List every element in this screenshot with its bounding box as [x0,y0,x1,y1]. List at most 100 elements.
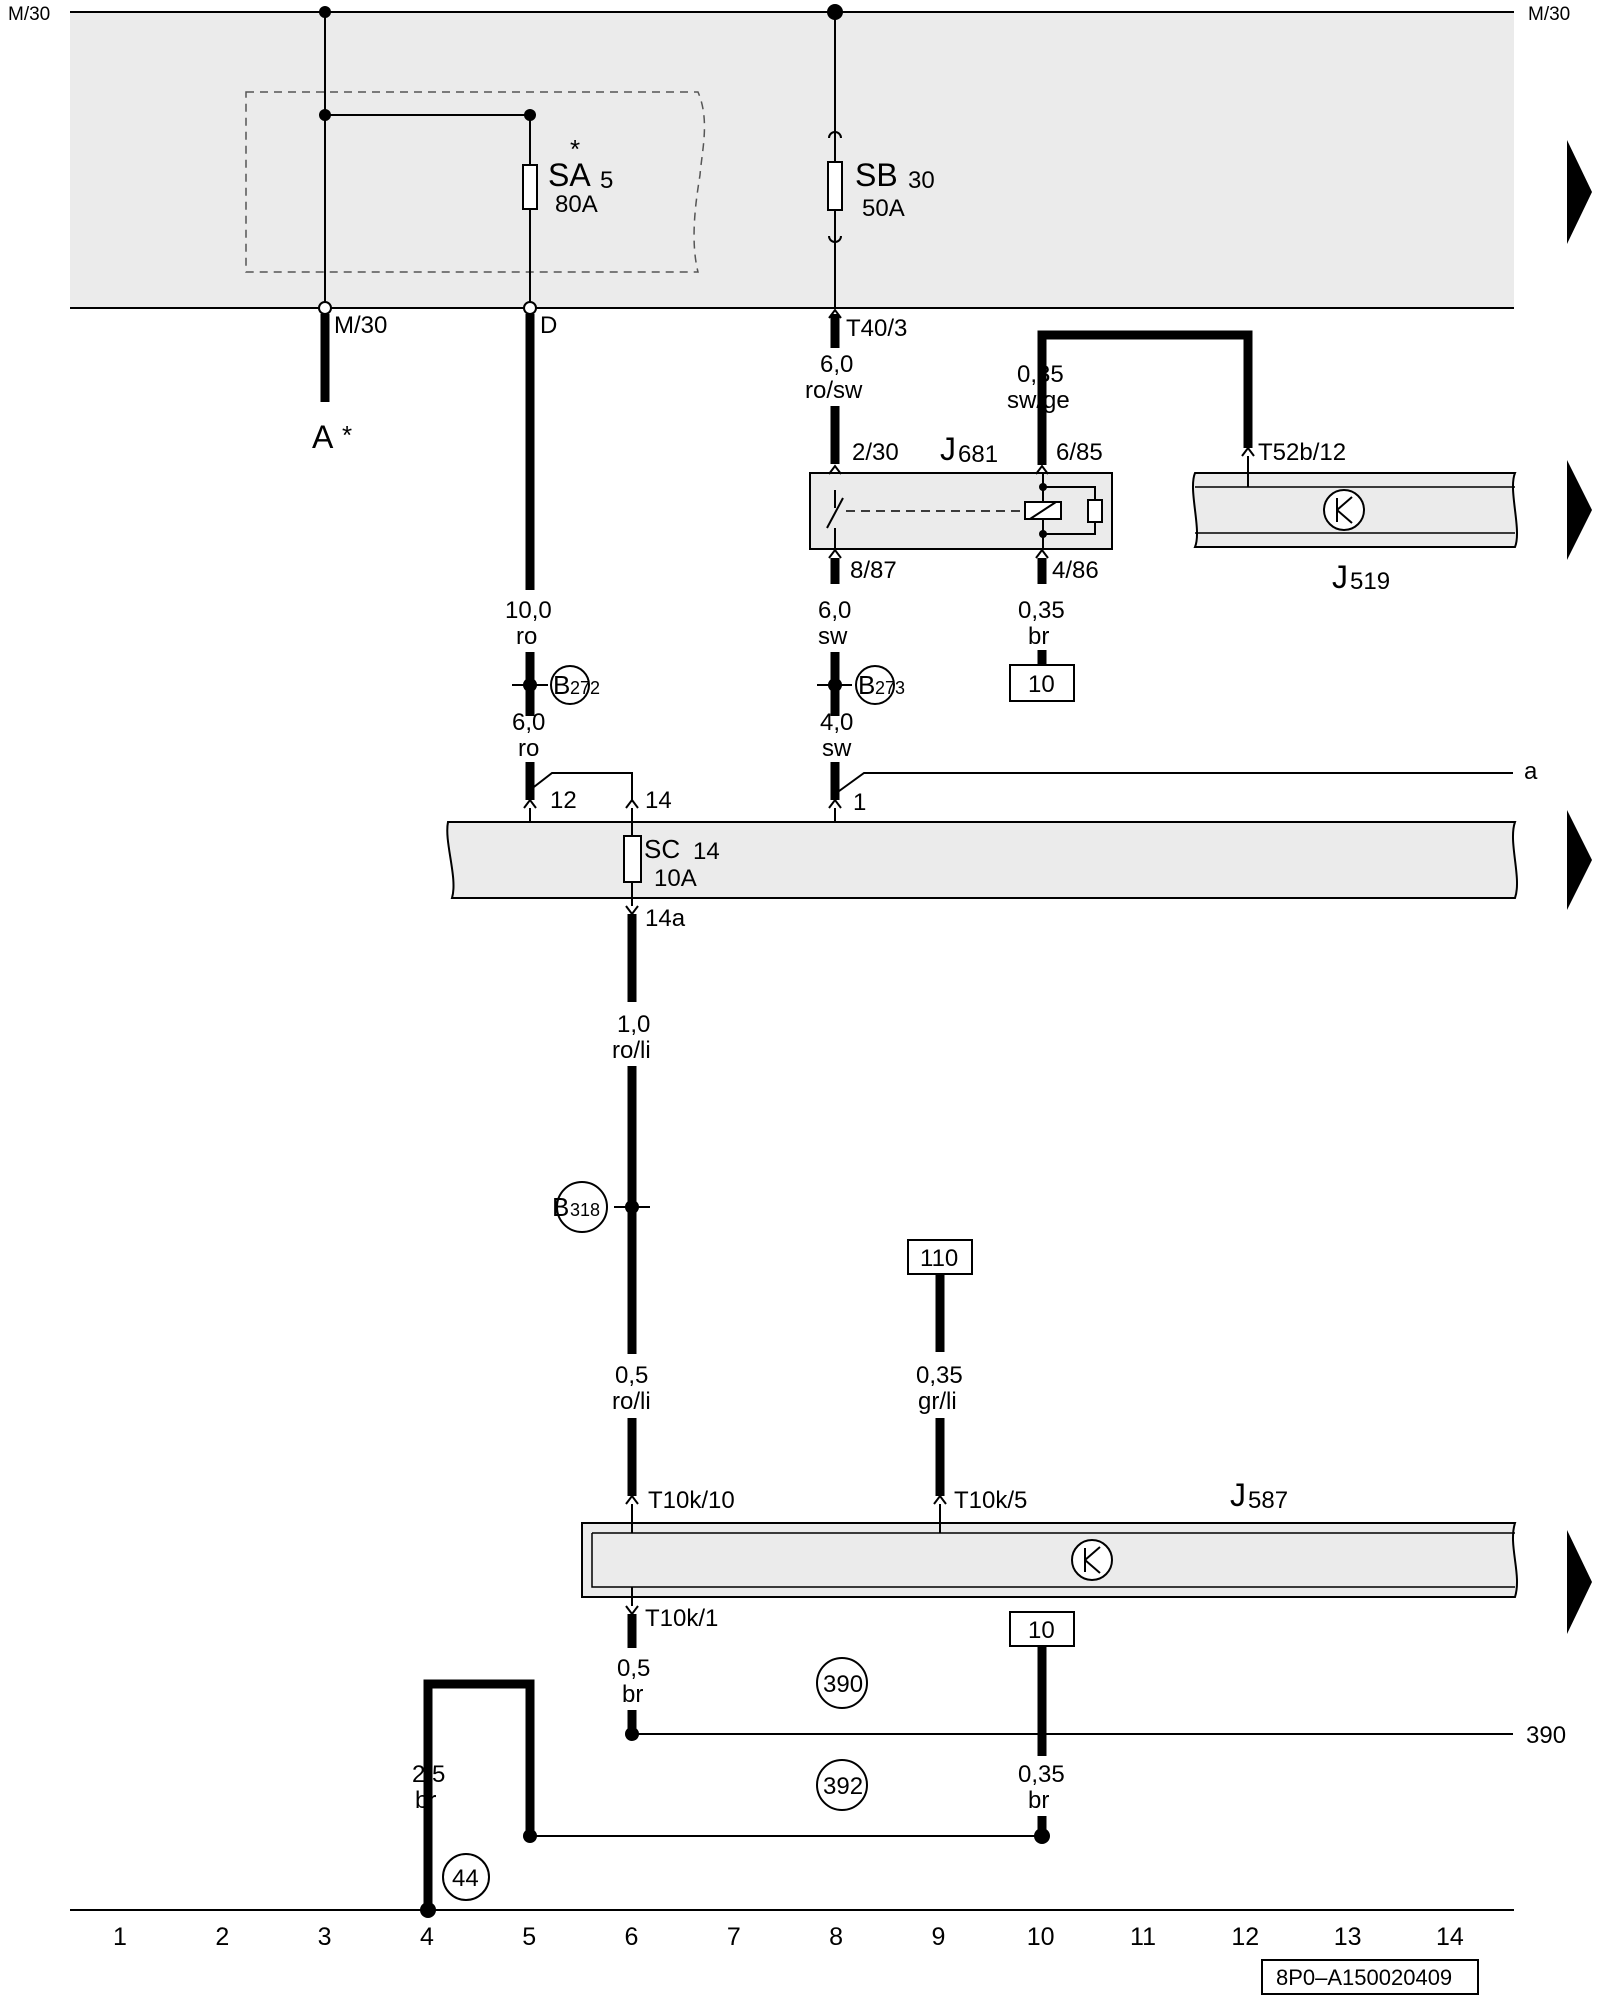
grid-column-label: 5 [522,1923,536,1951]
module-j587-pin-in2: T10k/5 [954,1487,1027,1514]
fuse-panel-top [70,12,1514,308]
diagram-code-box [1261,1959,1479,1995]
sc-pin14: 14 [645,787,672,814]
svg-text:392: 392 [823,1773,863,1800]
module-j587-pin-in1: T10k/10 [648,1487,735,1514]
ref-box [1009,664,1075,702]
grid-column-label: 6 [625,1923,639,1951]
fuse-sa-name: SA [548,157,591,193]
grid-column-label: 4 [420,1923,434,1951]
wire-size: 0,35 [1018,1761,1065,1788]
continuation-arrow [1567,460,1592,560]
wire-color: gr/li [918,1388,957,1415]
relay-name: J [940,431,956,467]
grid-column-label: 14 [1436,1923,1464,1951]
wire-size: 0,35 [1018,597,1065,624]
grid-column-label: 9 [931,1923,945,1951]
module-j587-sub: 587 [1248,1487,1288,1514]
module-j587-pin-out: T10k/1 [645,1605,718,1632]
ref-box [1009,1611,1075,1647]
ref-box-label: 10 [1028,1617,1055,1644]
svg-text:273: 273 [875,678,905,698]
fuse-sa5 [522,164,538,210]
wire-size: 6,0 [512,709,545,736]
relay-j681 [809,472,1113,550]
relay-pin-in: 2/30 [852,439,899,466]
relay-sub: 681 [958,441,998,468]
diagram-code: 8P0–A150020409 [1276,1965,1452,1990]
svg-text:44: 44 [452,1865,479,1892]
fuse-sa-sub: 5 [600,167,613,194]
module-j519-sub: 519 [1350,568,1390,595]
continuation-arrow [1567,140,1592,244]
wire-size: 10,0 [505,597,552,624]
svg-text:390: 390 [823,1671,863,1698]
svg-text:272: 272 [570,678,600,698]
branch-a-label: A [312,419,334,455]
ground-line-label: 390 [1526,1722,1566,1749]
svg-text:B: B [553,670,570,700]
fuse-sb-rating: 50A [862,195,905,222]
wire-color: br [415,1787,436,1814]
wire-color: ro/li [612,1388,651,1415]
transistor-icon [1071,1539,1113,1581]
wire-size: 4,0 [820,709,853,736]
module-j587 [581,1522,1519,1598]
fuse-sc14 [623,835,642,883]
grid-column-label: 12 [1231,1923,1259,1951]
wire-color: ro [516,623,537,650]
module-j587-name: J [1230,1477,1246,1513]
module-j519-name: J [1332,559,1348,595]
ref-box [907,1239,973,1275]
wire-color: sw [822,735,852,762]
wire-color: br [1028,623,1049,650]
fuse-box-sc [446,821,1519,899]
grid-column-label: 2 [215,1923,229,1951]
continuation-arrow [1567,1530,1592,1634]
connector-b272: B 272 [550,665,600,705]
fuse-sc-sub: 14 [693,838,720,865]
wire-size: 6,0 [820,351,853,378]
grid-column-label: 1 [113,1923,127,1951]
sc-pin1: 1 [853,789,866,816]
wire-size: 6,0 [818,597,851,624]
fuse-sc-rating: 10A [654,865,697,892]
branch-a-star: * [342,420,352,450]
sc-pin14a: 14a [645,905,686,932]
wire-size: 1,0 [617,1011,650,1038]
rail-label-right: M/30 [1528,4,1570,25]
wire-size: 0,5 [617,1655,650,1682]
sc-pin12: 12 [550,787,577,814]
wire-color: br [1028,1787,1049,1814]
ground-point-44: 44 [442,1853,490,1901]
fuse-sc-name: SC [644,834,680,864]
wire-size: 0,5 [615,1362,648,1389]
svg-text:B: B [552,1192,569,1222]
grid-column-label: 10 [1027,1923,1055,1951]
fuse-sb-sub: 30 [908,167,935,194]
relay-pin-coil2: 4/86 [1052,557,1099,584]
fuse-sa-rating: 80A [555,191,598,218]
ref-box-label: 10 [1028,671,1055,698]
wire-size: 0,35 [1017,361,1064,388]
svg-text:B: B [858,670,875,700]
rail-label-left: M/30 [8,4,50,25]
term-m30: M/30 [334,312,387,339]
transistor-icon [1323,489,1365,531]
wire-color: ro/sw [805,377,863,404]
wire-color: sw [818,623,848,650]
continuation-arrow [1567,810,1592,910]
wire-color: br [622,1681,643,1708]
wire-size: 2,5 [412,1761,445,1788]
wire-color: ro [518,735,539,762]
fuse-sb30 [827,161,843,211]
wire-color: ro/li [612,1037,651,1064]
grid-column-label: 7 [727,1923,741,1951]
branch-label-a: a [1524,758,1538,785]
grid-column-label: 11 [1130,1923,1156,1951]
relay-pin-coil: 6/85 [1056,439,1103,466]
sa-dashed-box [245,91,706,273]
connector-b318: B 318 [552,1181,608,1233]
